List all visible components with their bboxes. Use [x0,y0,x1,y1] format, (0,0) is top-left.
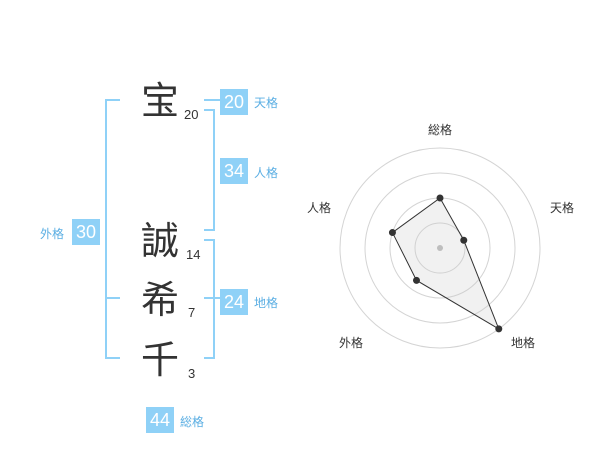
radar-point-5 [388,229,396,237]
radar-ring-4 [339,147,541,349]
jinkaku-value: 34 [220,158,248,184]
tenkaku-value: 20 [220,89,248,115]
name-char-2: 誠 [141,219,180,263]
gaikaku-value: 30 [72,219,100,245]
soukaku-value: 44 [146,407,174,433]
soukaku-label: 総格 [180,415,205,429]
radar-point-3 [495,325,503,333]
radar-axis-label-chikaku: 地格 [511,336,536,350]
gaikaku-label: 外格 [40,227,65,241]
stroke-count-1: 20 [184,107,199,122]
radar-axis-label-tenkaku: 天格 [550,201,575,215]
radar-axis-label-gaikaku: 外格 [339,336,364,350]
stroke-count-3: 7 [188,305,196,320]
name-char-3: 希 [141,278,180,322]
radar-ring-3 [364,172,516,324]
chikaku-label: 地格 [254,296,279,310]
tenkaku-label: 天格 [254,96,279,110]
radar-axis-label-jinkaku: 人格 [307,201,332,215]
radar-axis-label-soukaku: 総格 [428,123,453,137]
radar-polygon [391,197,500,331]
jinkaku-bracket [204,109,215,231]
radar-point-1 [436,194,444,202]
stroke-count-2: 14 [186,247,201,262]
radar-point-2 [460,236,468,244]
gaikaku-bracket [105,99,120,359]
name-char-1: 宝 [141,79,180,123]
jinkaku-label: 人格 [254,166,279,180]
chikaku-value: 24 [220,289,248,315]
radar-ring-1 [414,222,466,274]
name-char-4: 千 [141,338,180,382]
stroke-count-4: 3 [188,366,196,381]
radar-center [437,245,443,251]
radar-point-4 [412,276,420,284]
